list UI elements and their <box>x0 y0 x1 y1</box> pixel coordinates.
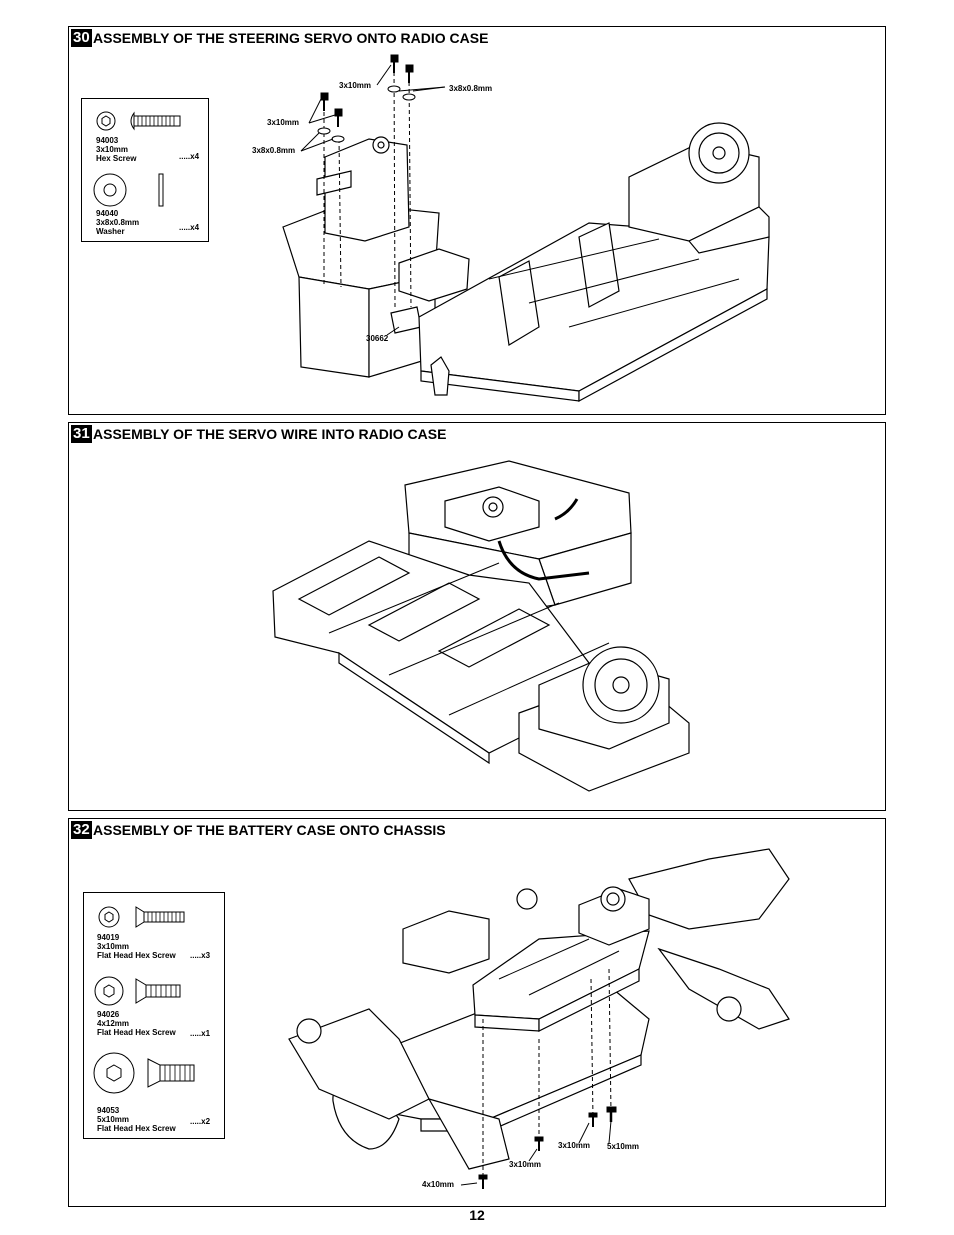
callout-label: 3x10mm <box>558 1141 591 1150</box>
page-number: 12 <box>469 1207 485 1223</box>
callout-label: 5x10mm <box>607 1142 640 1151</box>
callout-label: 3x10mm <box>339 81 372 90</box>
step-30-panel: 30 ASSEMBLY OF THE STEERING SERVO ONTO R… <box>68 26 886 415</box>
part-qty: .....x3 <box>190 951 211 960</box>
step-31-illustration <box>272 460 690 792</box>
callout-leaders <box>300 64 446 336</box>
part-94040: 94040 3x8x0.8mm Washer <box>96 209 140 236</box>
washer-icon <box>93 173 164 207</box>
part-qty: .....x4 <box>179 223 200 232</box>
callout-label: 3x8x0.8mm <box>449 84 493 93</box>
flat-head-screw-icon <box>94 976 181 1006</box>
step-title: ASSEMBLY OF THE STEERING SERVO ONTO RADI… <box>93 30 489 46</box>
part-qty: .....x2 <box>190 1117 211 1126</box>
hex-screw-icon <box>96 111 181 131</box>
callout-leaders <box>460 1120 612 1186</box>
step-number: 31 <box>71 425 92 443</box>
part-qty: .....x4 <box>179 152 200 161</box>
part-94053: 94053 5x10mm Flat Head Hex Screw <box>97 1106 176 1133</box>
step-31-panel: 31 ASSEMBLY OF THE SERVO WIRE INTO RADIO… <box>68 422 886 811</box>
callout-label: 3x8x0.8mm <box>252 146 296 155</box>
callout-label: 4x10mm <box>422 1180 455 1189</box>
callout-label: 30662 <box>366 334 389 343</box>
screw-icon <box>478 1106 617 1189</box>
step-30-illustration <box>282 54 770 403</box>
step-title: ASSEMBLY OF THE BATTERY CASE ONTO CHASSI… <box>93 822 446 838</box>
flat-head-screw-icon <box>98 906 185 928</box>
part-94003: 94003 3x10mm Hex Screw <box>96 136 137 163</box>
callout-label: 3x10mm <box>509 1160 542 1169</box>
parts-legend: 94019 3x10mm Flat Head Hex Screw .....x3… <box>83 892 225 1139</box>
parts-legend-art <box>93 906 195 1094</box>
callout-label: 3x10mm <box>267 118 300 127</box>
screw-icon <box>320 54 414 127</box>
parts-legend-art <box>93 111 181 207</box>
flat-head-screw-icon <box>93 1052 195 1094</box>
part-94026: 94026 4x12mm Flat Head Hex Screw <box>97 1010 176 1037</box>
step-32-panel: 32 ASSEMBLY OF THE BATTERY CASE ONTO CHA… <box>68 818 886 1207</box>
parts-legend: 94003 3x10mm Hex Screw .....x4 94040 3x8… <box>81 98 209 242</box>
part-94019: 94019 3x10mm Flat Head Hex Screw <box>97 933 176 960</box>
servo-wire <box>497 498 590 581</box>
step-number: 32 <box>71 821 92 839</box>
step-title: ASSEMBLY OF THE SERVO WIRE INTO RADIO CA… <box>93 426 447 442</box>
step-32-illustration <box>288 848 790 1189</box>
washer-icon <box>317 85 416 143</box>
part-qty: .....x1 <box>190 1029 211 1038</box>
step-number: 30 <box>71 29 92 47</box>
